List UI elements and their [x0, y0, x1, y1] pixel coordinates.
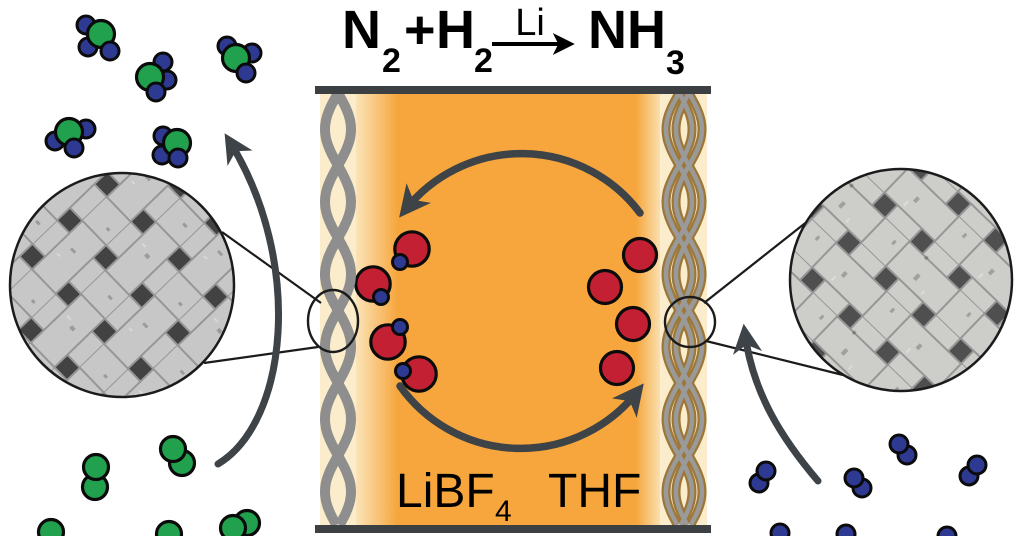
electrolyte-salt-label: LiBF [396, 465, 495, 518]
cell-bottom-frame [315, 525, 711, 533]
callout-line [203, 345, 319, 365]
lithium-particle [621, 236, 659, 274]
cell-top-frame [315, 86, 711, 94]
electrochemical-cell: LiBF 4 THF [315, 86, 711, 533]
lithium-particle [614, 305, 652, 343]
electrode-strand [319, 90, 357, 528]
equation-reactant1: N [342, 0, 381, 60]
nitrogen-atom [218, 513, 248, 536]
feed-inflow-arrow [732, 323, 822, 485]
equation-reactant1-subscript: 2 [382, 42, 401, 80]
sem-mesh-inset-right [788, 167, 1014, 393]
hydrogen-atom [936, 525, 958, 536]
hydrogen-atom [843, 467, 865, 489]
nitrogen-atom [154, 519, 184, 536]
hydrogen-atom [888, 433, 910, 455]
nitrogen-atom-dot [391, 318, 409, 336]
lithium-particle [598, 349, 636, 387]
lithium-species-left-group [354, 230, 438, 393]
equation-reactant2: H [436, 0, 475, 60]
left-inner-glow [352, 90, 398, 530]
nitrogen-atom [158, 434, 188, 464]
left-callout [8, 171, 360, 399]
n2-molecules-group [36, 434, 262, 536]
equation-product: NH [588, 0, 666, 60]
hydrogen-atom [966, 454, 988, 476]
callout-source-circle-right [663, 295, 717, 349]
cycle-arrow-top [399, 149, 644, 218]
reaction-equation: N 2 + H 2 Li NH 3 [342, 0, 685, 82]
electrolyte-salt-subscript: 4 [495, 495, 512, 528]
sem-mesh-inset-left [8, 171, 236, 399]
nitrogen-atom [36, 517, 66, 536]
nh3-molecules-group [44, 14, 263, 169]
nitrogen-atom-dot [394, 362, 412, 380]
nitrogen-atom-dot [372, 288, 390, 306]
equation-reactant2-subscript: 2 [474, 42, 493, 80]
right-electrode-braid [661, 90, 707, 528]
electrode-strand [673, 91, 705, 527]
lithium-particle [586, 268, 624, 306]
nitrogen-atom-dot [391, 253, 409, 271]
h2-molecules-group [748, 433, 988, 536]
solvent-label: THF [548, 465, 641, 518]
hydrogen-atom [167, 147, 189, 169]
cycle-arrow-bottom [396, 382, 644, 453]
callout-line [703, 212, 819, 304]
hydrogen-atom [755, 460, 777, 482]
hydrogen-atom [769, 522, 791, 536]
right-callout [663, 167, 1014, 393]
hydrogen-atom [99, 40, 121, 62]
hydrogen-atom [235, 62, 257, 84]
product-outflow-arrow [214, 133, 283, 468]
equation-product-subscript: 3 [666, 44, 685, 82]
lithium-cycle-arrows [396, 149, 644, 453]
nitrogen-atom [81, 452, 111, 482]
lithium-particles-right-group [586, 236, 659, 387]
electrode-strand [663, 91, 695, 527]
callout-line [705, 339, 844, 377]
callout-line [221, 231, 322, 304]
left-electrode-braid [319, 90, 357, 528]
hydrogen-atom [63, 137, 85, 159]
equation-catalyst-label: Li [515, 2, 545, 44]
hydrogen-atom [145, 81, 167, 103]
hydrogen-atom [835, 523, 857, 536]
equation-plus: + [404, 0, 436, 60]
callout-source-circle-left [306, 288, 360, 354]
